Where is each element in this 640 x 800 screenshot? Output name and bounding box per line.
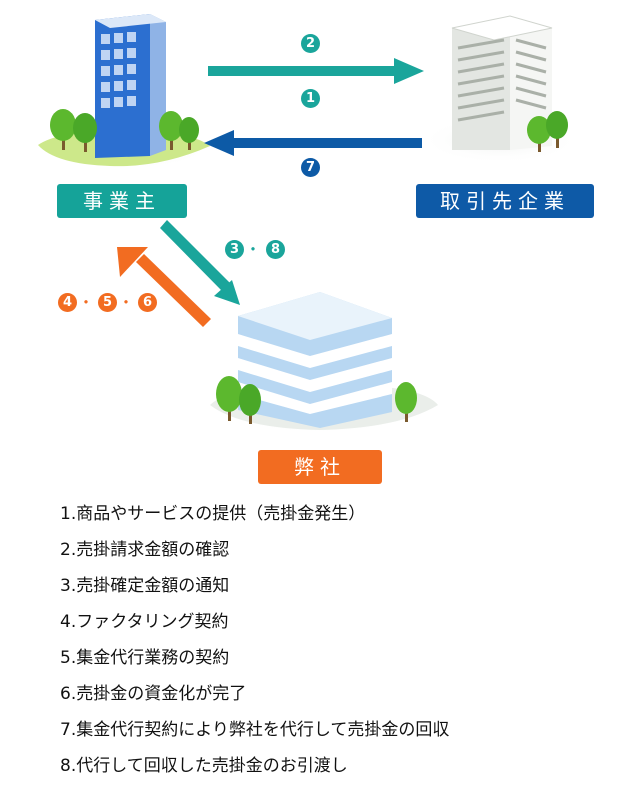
step-badge-6: 6 <box>138 293 157 312</box>
our-company-label: 弊社 <box>258 450 382 484</box>
step-badge-5: 5 <box>98 293 117 312</box>
business-owner-building-icon <box>34 14 214 170</box>
client-company-building-icon <box>420 15 580 164</box>
step-item: 1.商品やサービスの提供（売掛金発生） <box>60 504 366 524</box>
arrow-company-to-owner <box>117 247 211 327</box>
step-badge-3: 3 <box>225 240 244 259</box>
step-item: 8.代行して回収した売掛金のお引渡し <box>60 756 348 776</box>
step-item: 6.売掛金の資金化が完了 <box>60 684 247 704</box>
step-item: 3.売掛確定金額の通知 <box>60 576 230 596</box>
step-item: 7.集金代行契約により弊社を代行して売掛金の回収 <box>60 720 450 740</box>
badge-separator: ・ <box>78 293 95 312</box>
client-company-label: 取引先企業 <box>416 184 594 218</box>
step-badge-7: 7 <box>301 158 320 177</box>
step-badge-8: 8 <box>266 240 285 259</box>
step-item: 2.売掛請求金額の確認 <box>60 540 230 560</box>
badge-separator: ・ <box>245 240 262 259</box>
step-list: 1.商品やサービスの提供（売掛金発生） 2.売掛請求金額の確認 3.売掛確定金額… <box>60 501 449 789</box>
arrow-owner-to-client <box>208 58 424 84</box>
arrow-client-to-owner <box>204 130 422 156</box>
step-badge-1: 1 <box>301 89 320 108</box>
arrow-owner-to-company <box>160 220 240 305</box>
our-company-building-icon <box>205 292 438 435</box>
step-badge-2: 2 <box>301 34 320 53</box>
badge-separator: ・ <box>118 293 135 312</box>
business-owner-label: 事業主 <box>57 184 187 218</box>
step-item: 5.集金代行業務の契約 <box>60 648 230 668</box>
step-item: 4.ファクタリング契約 <box>60 612 229 632</box>
step-badge-4: 4 <box>58 293 77 312</box>
